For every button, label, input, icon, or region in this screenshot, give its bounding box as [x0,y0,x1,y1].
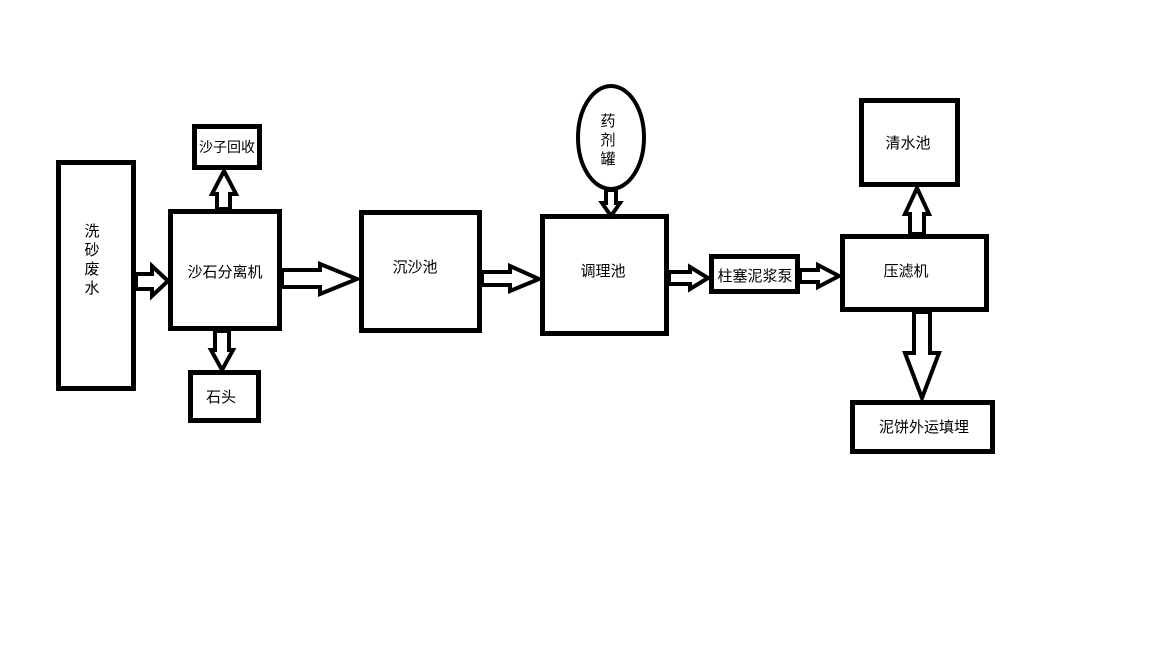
node-label-wash-line-1: 洗 [84,222,99,240]
node-label-conditioning-tank: 调理池 [580,262,625,280]
node-label-settling-tank: 沉沙池 [392,258,437,276]
node-box [709,254,800,294]
arrow-conditioning-to-pump [667,263,712,293]
arrow-separator-to-settling [280,261,363,297]
node-box [359,210,482,333]
arrow-separator-to-sand [208,166,240,211]
node-label-plunger-pump: 柱塞泥浆泵 [717,267,792,285]
arrow-filter-to-clear-water [901,183,933,236]
node-mud-cake [850,400,995,454]
node-plunger-pump [709,254,800,294]
node-label-filter-press: 压滤机 [883,262,928,280]
arrow-wash-to-separator [134,261,171,301]
arrow-settling-to-conditioning [480,262,545,294]
arrow-pump-to-filter [798,261,844,291]
node-label-mud-cake: 泥饼外运填埋 [879,418,969,436]
node-stone [188,370,261,423]
node-box [56,160,136,391]
node-label-wash-line-3: 废 [84,260,99,278]
node-box [859,98,960,187]
node-wash-wastewater [56,160,136,391]
node-box [188,370,261,423]
node-box [168,209,282,331]
node-label-wash-line-4: 水 [84,279,99,297]
node-label-chemical-line-1: 药 [600,112,615,130]
node-separator [168,209,282,331]
arrow-chemical-to-conditioning [598,188,624,220]
node-conditioning-tank [540,214,669,336]
node-clear-water-tank [859,98,960,187]
node-filter-press [840,234,989,312]
node-settling-tank [359,210,482,333]
node-sand-recovery [192,124,262,170]
node-label-chemical-line-3: 罐 [600,150,615,168]
node-box [840,234,989,312]
node-box [850,400,995,454]
node-box [192,124,262,170]
arrow-filter-to-mud-cake [902,310,942,404]
node-label-wash-line-2: 砂 [84,241,99,259]
node-label-clear-water-tank: 清水池 [885,134,930,152]
node-label-sand-recovery: 沙子回收 [199,140,255,156]
node-label-stone: 石头 [206,388,236,406]
node-box [540,214,669,336]
node-label-separator: 沙石分离机 [187,263,262,281]
node-label-chemical-line-2: 剂 [600,131,615,149]
arrow-separator-to-stone [207,329,237,375]
